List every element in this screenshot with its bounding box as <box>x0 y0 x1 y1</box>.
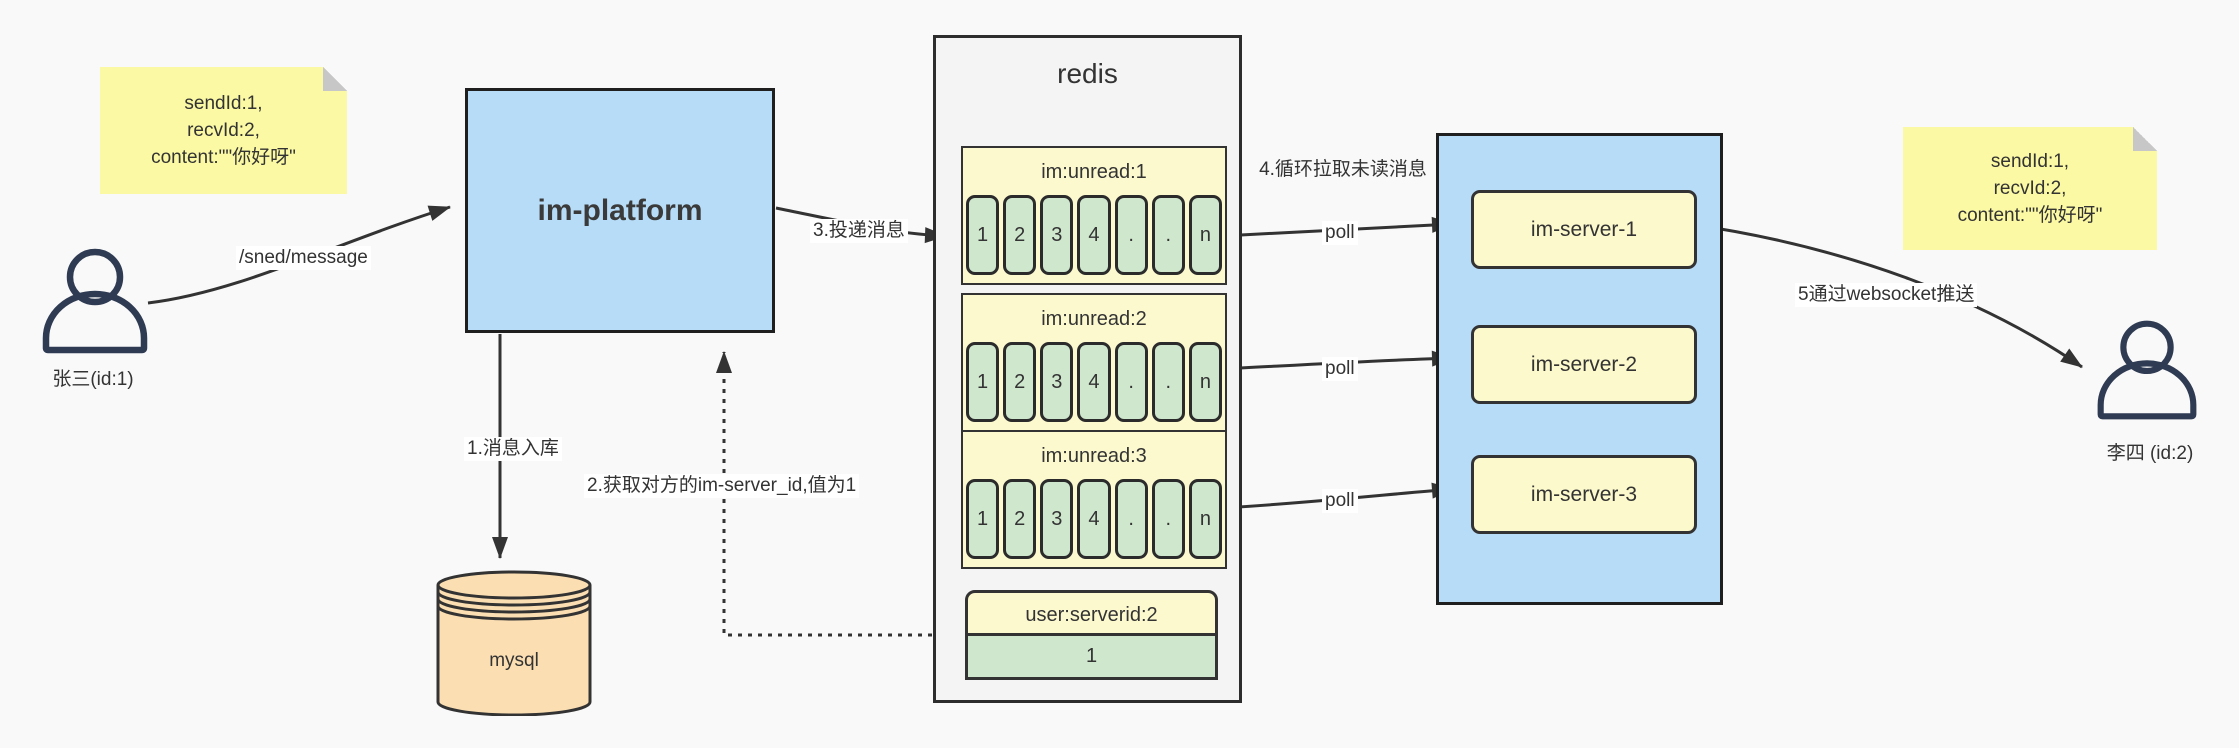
queue-cell: 2 <box>1003 195 1037 275</box>
queue-name: im:unread:3 <box>1041 445 1147 467</box>
im-server-group: im-server-1 im-server-2 im-server-3 <box>1436 133 1723 605</box>
user-icon-sender <box>42 248 148 354</box>
message-note-right: sendId:1, recvId:2, content:""你好呀" <box>1903 127 2157 250</box>
queue-cell: 3 <box>1040 195 1074 275</box>
step2-label: 2.获取对方的im-server_id,值为1 <box>584 474 860 498</box>
step1-label: 1.消息入库 <box>464 437 562 461</box>
im-platform-label: im-platform <box>537 193 703 227</box>
im-server-3-node: im-server-3 <box>1471 455 1697 534</box>
queue-cells: 1 2 3 4 . . n <box>963 195 1225 275</box>
queue-name: im:unread:2 <box>1041 308 1147 330</box>
user-serverid-node: user:serverid:2 1 <box>965 590 1218 680</box>
poll-label-1: poll <box>1322 221 1358 245</box>
step3-label: 3.投递消息 <box>810 219 908 243</box>
connector-websocket-push <box>1688 222 2083 369</box>
receiver-name-label: 李四 (id:2) <box>2106 443 2194 464</box>
step5-label: 5通过websocket推送 <box>1795 283 1978 307</box>
mysql-database-icon <box>436 570 592 716</box>
queue-im-unread-3: im:unread:3 1 2 3 4 . . n <box>961 430 1227 569</box>
queue-cell: 3 <box>1040 342 1074 422</box>
queue-im-unread-2: im:unread:2 1 2 3 4 . . n <box>961 293 1227 432</box>
queue-cell: 4 <box>1077 479 1111 559</box>
queue-cell: n <box>1188 195 1222 275</box>
send-api-label: /sned/message <box>236 246 371 270</box>
queue-name: im:unread:1 <box>1041 161 1147 183</box>
kv-key: user:serverid:2 <box>965 590 1218 636</box>
queue-cell: 4 <box>1077 342 1111 422</box>
queue-cell: . <box>1114 195 1148 275</box>
queue-cell: 1 <box>966 342 1000 422</box>
queue-cell: n <box>1188 342 1222 422</box>
poll-label-2: poll <box>1322 357 1358 381</box>
queue-cell: . <box>1114 342 1148 422</box>
im-platform-node: im-platform <box>465 88 775 333</box>
queue-cell: 2 <box>1003 479 1037 559</box>
queue-cell: . <box>1151 479 1185 559</box>
im-server-1-node: im-server-1 <box>1471 190 1697 269</box>
message-note-left: sendId:1, recvId:2, content:""你好呀" <box>100 67 347 194</box>
queue-cell: . <box>1151 342 1185 422</box>
queue-cells: 1 2 3 4 . . n <box>963 479 1225 559</box>
poll-label-3: poll <box>1322 489 1358 513</box>
redis-container: redis im:unread:1 1 2 3 4 . . n im:unrea… <box>933 35 1242 703</box>
step4-label: 4.循环拉取未读消息 <box>1259 159 1427 180</box>
user-icon-receiver <box>2097 320 2197 420</box>
queue-cells: 1 2 3 4 . . n <box>963 342 1225 422</box>
queue-cell: 1 <box>966 479 1000 559</box>
queue-cell: 3 <box>1040 479 1074 559</box>
queue-cell: . <box>1114 479 1148 559</box>
im-server-2-node: im-server-2 <box>1471 325 1697 404</box>
queue-cell: 1 <box>966 195 1000 275</box>
note-text: sendId:1, recvId:2, content:""你好呀" <box>1957 151 2103 226</box>
redis-title: redis <box>1057 58 1118 89</box>
note-fold-corner <box>323 67 347 91</box>
note-fold-corner <box>2133 127 2157 151</box>
note-text: sendId:1, recvId:2, content:""你好呀" <box>151 93 296 168</box>
queue-im-unread-1: im:unread:1 1 2 3 4 . . n <box>961 146 1227 285</box>
queue-cell: 2 <box>1003 342 1037 422</box>
sender-name-label: 张三(id:1) <box>52 369 134 390</box>
kv-value: 1 <box>965 636 1218 680</box>
queue-cell: 4 <box>1077 195 1111 275</box>
queue-cell: n <box>1188 479 1222 559</box>
mysql-label: mysql <box>489 650 539 671</box>
queue-cell: . <box>1151 195 1185 275</box>
